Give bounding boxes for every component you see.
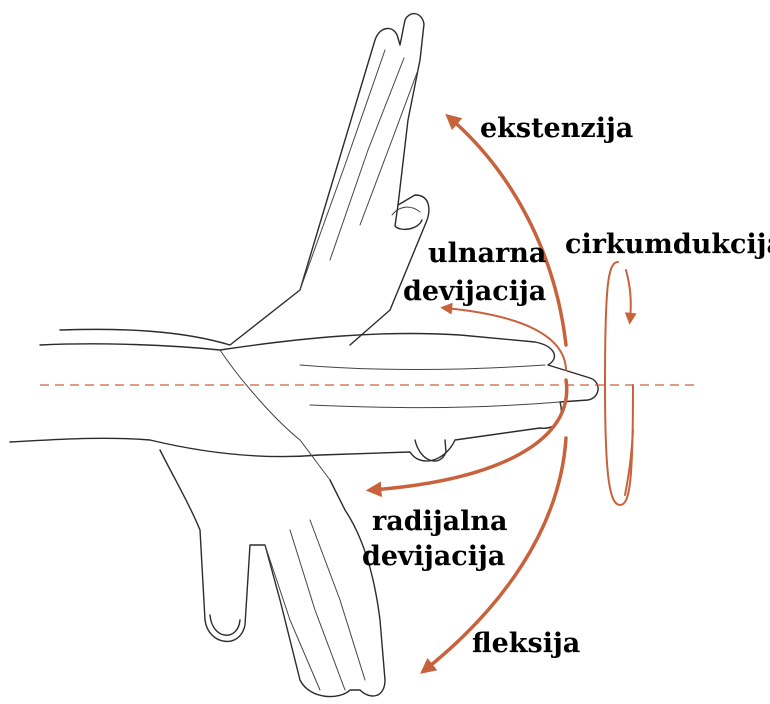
ulnar-deviation-label-line2: devijacija <box>403 276 546 307</box>
hand-flexed-drawing <box>160 450 385 697</box>
circumduction-arrow-icon <box>605 262 633 505</box>
ulnar-deviation-label-line1: ulnarna <box>428 238 546 269</box>
hand-extended-drawing <box>60 14 429 345</box>
radial-deviation-arrow-icon <box>372 380 567 490</box>
radial-deviation-label-line2: devijacija <box>362 541 505 572</box>
extension-label: ekstenzija <box>480 113 633 144</box>
flexion-label: fleksija <box>472 628 580 659</box>
circumduction-label: cirkumdukcija <box>565 229 770 260</box>
radial-deviation-label-line1: radijalna <box>372 506 508 537</box>
